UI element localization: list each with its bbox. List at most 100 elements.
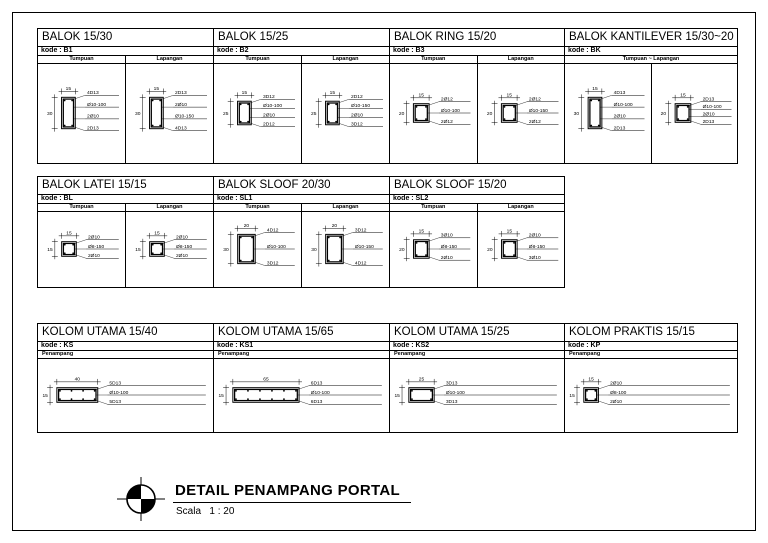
- rebar: [503, 105, 505, 108]
- leader-line: [73, 95, 86, 100]
- leader-line: [341, 232, 354, 237]
- leader-line: [161, 126, 174, 131]
- rebar-note: 2Ø10: [88, 253, 100, 259]
- leader-line: [427, 101, 439, 106]
- drawing-frame: [12, 12, 756, 531]
- rebar-note: 5D13: [109, 399, 121, 405]
- rebar-note: 2D13: [175, 90, 187, 96]
- leader-line: [432, 385, 444, 390]
- panel-title: BALOK LATEI 15/15: [38, 177, 213, 195]
- rebar-note: Ø10-150: [528, 108, 547, 114]
- rebar: [425, 118, 427, 121]
- rebar-note: Ø8-150: [528, 244, 545, 250]
- column-headers: Penampang: [214, 350, 389, 359]
- rebar: [594, 389, 597, 392]
- rebar-note: 6D13: [311, 381, 323, 387]
- dimension-width: 15: [154, 86, 160, 92]
- leader-line: [599, 95, 612, 100]
- rebar-note: 3D13: [446, 399, 458, 405]
- dimension-height: 20: [399, 247, 405, 253]
- column-header: Tumpuan: [38, 55, 126, 63]
- leader-line: [427, 237, 439, 242]
- rebar: [93, 389, 96, 392]
- rebar: [339, 259, 341, 262]
- rebar: [70, 389, 73, 392]
- rebar: [411, 398, 413, 401]
- title-block: DETAIL PENAMPANG PORTAL Scala 1 : 20: [115, 476, 415, 526]
- rebar-note: 4D13: [614, 90, 626, 96]
- rebar-note: 4D13: [87, 90, 99, 96]
- rebar: [159, 99, 162, 102]
- rebar: [425, 254, 427, 257]
- rebar: [160, 243, 163, 246]
- rebar: [160, 252, 163, 255]
- dimension-height: 20: [660, 111, 666, 117]
- leader-line: [95, 400, 108, 405]
- rebar-note: 2D13: [702, 119, 714, 125]
- leader-line: [688, 120, 701, 125]
- rebar: [503, 118, 505, 121]
- rebar: [686, 105, 689, 108]
- column-header: Penampang: [569, 351, 601, 357]
- rebar: [586, 389, 588, 392]
- rebar: [283, 398, 285, 401]
- leader-line: [596, 400, 609, 405]
- leader-line: [161, 95, 174, 100]
- stirrup: [675, 104, 690, 122]
- rebar: [159, 124, 162, 127]
- dimension-width: 15: [588, 376, 594, 382]
- rebar: [59, 389, 61, 392]
- rebar-note: 2Ø10: [351, 112, 363, 118]
- rebar: [295, 398, 297, 401]
- rebar-note: 2Ø10: [176, 235, 188, 241]
- rebar: [259, 398, 261, 401]
- dimension-width: 65: [263, 376, 269, 382]
- dimension-width: 25: [419, 376, 425, 382]
- rebar-note: 5D13: [109, 381, 121, 387]
- panel-title: BALOK RING 15/20: [390, 29, 564, 47]
- rebar-note: Ø10-150: [175, 114, 194, 120]
- title-underline: [173, 502, 411, 503]
- leader-line: [427, 120, 439, 125]
- rebar: [70, 398, 73, 401]
- panel-title: KOLOM UTAMA 15/65: [214, 324, 389, 342]
- rebar-note: 2D12: [263, 122, 275, 128]
- rebar: [327, 259, 330, 262]
- rebar: [82, 389, 84, 392]
- rebar-note: 3Ø10: [528, 255, 540, 261]
- concrete-section: [325, 233, 344, 265]
- rebar-note: 2Ø10: [528, 233, 540, 239]
- leader-line: [688, 101, 701, 106]
- leader-line: [74, 239, 87, 244]
- rebar: [63, 99, 66, 102]
- rebar-note: Ø10-150: [351, 103, 370, 109]
- rebar: [247, 103, 250, 106]
- section-marker-icon: [117, 477, 165, 521]
- rebar: [72, 243, 75, 246]
- rebar-note: 3Ø10: [441, 233, 453, 239]
- rebar-note: 2Ø10: [610, 399, 622, 405]
- dimension-width: 15: [506, 92, 512, 98]
- panel-title: KOLOM UTAMA 15/25: [390, 324, 564, 342]
- rebar: [235, 389, 237, 392]
- rebar-note: 2D12: [351, 94, 363, 100]
- rebar: [503, 254, 506, 257]
- concrete-section: [325, 100, 340, 126]
